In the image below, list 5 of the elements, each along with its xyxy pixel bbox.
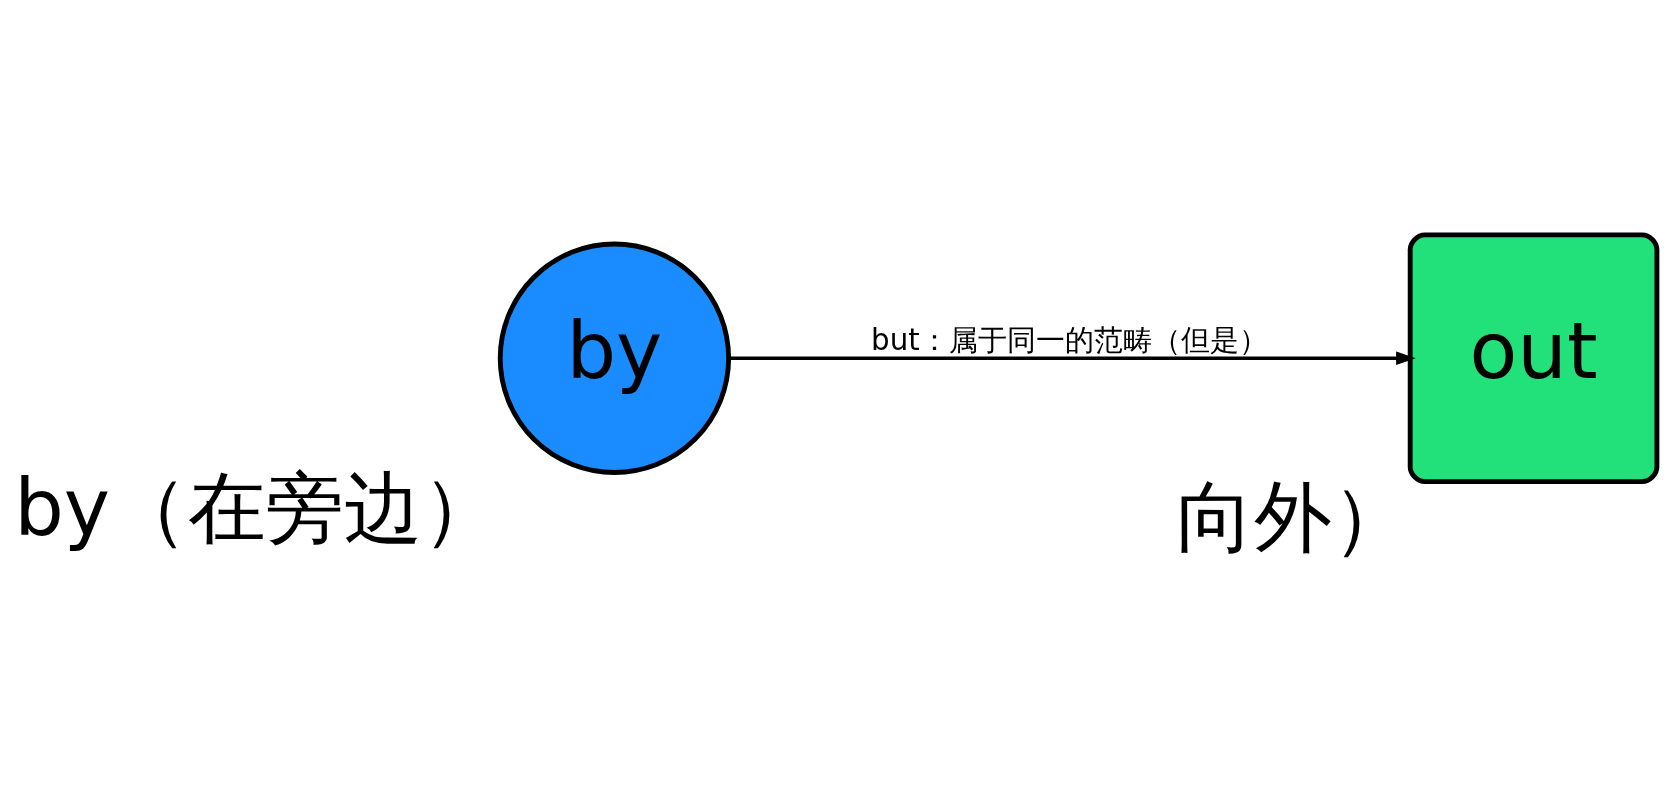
node-label: 向外） [1175, 470, 1410, 562]
node-box: out [1407, 231, 1660, 484]
edge-label: but：属于同一的范畴（但是） [871, 322, 1268, 357]
node-circle: by [497, 241, 732, 475]
arrow [728, 350, 1416, 365]
